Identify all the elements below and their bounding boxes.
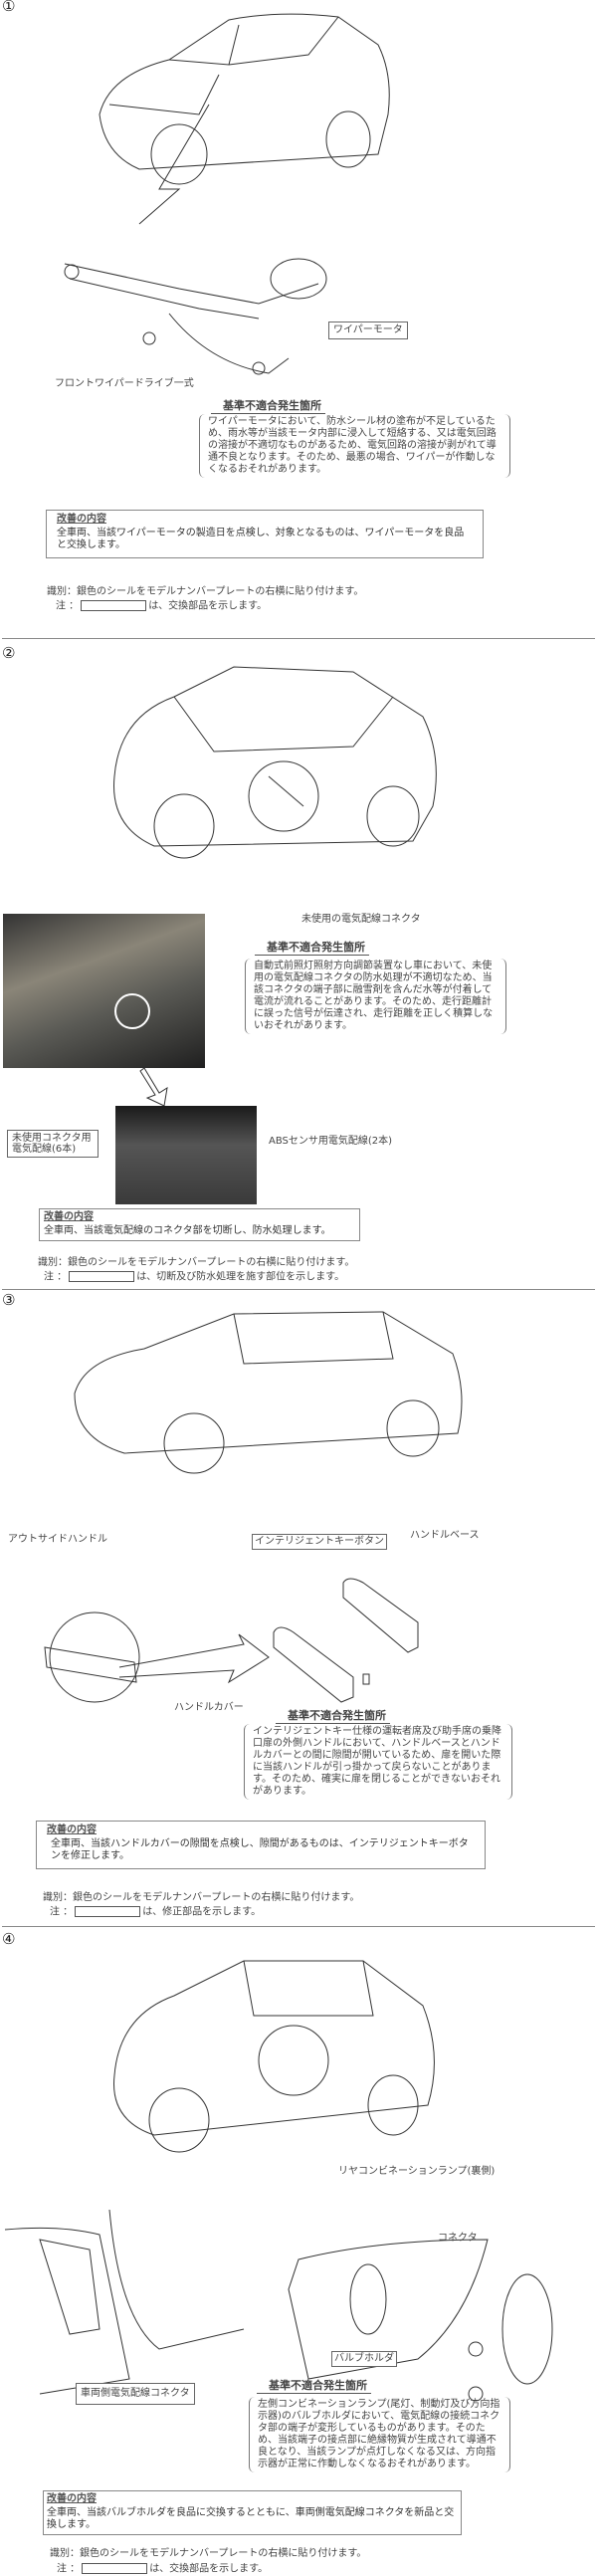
improvement-title: 改善の内容 [47,1825,97,1835]
note-prefix: 注 ： [50,1906,74,1918]
improvement-title: 改善の内容 [44,1211,94,1222]
improvement-title: 改善の内容 [47,2493,97,2504]
car-rear-open-illustration [113,1960,435,2153]
improvement-text: 全車両、当該バルブホルダを良品に交換するとともに、車両側電気配線コネクタを新品と… [47,2507,455,2530]
note-line: 注 ： は、交換部品を示します。 [57,2563,268,2576]
section-divider [2,1289,595,1290]
improvement-text: 全車両、当該ワイパーモータの製造日を点検し、対象となるものは、ワイパーモータを良… [57,528,465,550]
note-box-legend [81,600,147,611]
improvement-box: 改善の内容 全車両、当該バルブホルダを良品に交換するとともに、車両側電気配線コネ… [43,2490,462,2535]
note-box-legend [82,2563,148,2574]
label-bulb-holder: バルブホルダ [331,2351,397,2367]
section-number: ④ [2,1930,16,1948]
label-abs-wires: ABSセンサ用電気配線(2本) [269,1136,393,1147]
note-line: 注 ： は、切断及び防水処理を施す部位を示します。 [44,1271,344,1284]
section-number: ② [2,644,16,662]
note-box-legend [69,1271,135,1282]
label-unused-wires: 未使用コネクタ用電気配線(6本) [7,1130,99,1158]
label-connector: コネクタ [438,2233,478,2244]
label-handle-base: ハンドルベース [410,1530,480,1541]
label-handle-cover: ハンドルカバー [174,1702,244,1713]
note-prefix: 注 ： [56,600,80,612]
label-wiper-drive: フロントワイパードライブ一式 [55,378,194,389]
improvement-box: 改善の内容 全車両、当該ワイパーモータの製造日を点検し、対象となるものは、ワイパ… [46,510,484,558]
wiper-assembly-illustration [64,258,327,375]
identification-line: 識別：銀色のシールをモデルナンバープレートの右横に貼り付けます。 [43,1892,360,1903]
improvement-box: 改善の内容 全車両、当該電気配線のコネクタ部を切断し、防水処理します。 [39,1208,360,1241]
label-vehicle-connector: 車両側電気配線コネクタ [76,2383,195,2405]
label-key-button: インテリジェントキーボタン [252,1534,387,1550]
label-rear-lamp: リヤコンビネーションランプ(裏側) [338,2166,496,2177]
section-number: ③ [2,1291,16,1309]
defect-heading: 基準不適合発生箇所 [211,400,325,414]
defect-description: ワイパーモータにおいて、防水シール材の塗布が不足しているため、雨水等が当該モータ… [199,414,510,478]
defect-description: インテリジェントキー仕様の運転者席及び助手席の乗降口扉の外側ハンドルにおいて、ハ… [244,1724,512,1800]
lamp-and-door-illustration [4,2209,553,2402]
note-box-legend [75,1906,141,1917]
section-divider [2,638,595,639]
car-front-illustration [99,13,390,225]
highlight-circle [114,993,150,1029]
note-text: は、交換部品を示します。 [149,2563,269,2575]
wiring-closeup-photo [115,1106,257,1204]
car-rear-illustration [113,666,437,859]
label-wiper-motor: ワイパーモータ [328,322,408,339]
note-text: は、交換部品を示します。 [148,600,268,612]
defect-heading: 基準不適合発生箇所 [255,942,369,956]
handle-exploded-illustration [44,1578,419,1703]
trunk-photo [3,914,205,1068]
note-line: 注 ： は、修正部品を示します。 [50,1906,261,1919]
improvement-box: 改善の内容 全車両、当該ハンドルカバーの隙間を点検し、隙間があるものは、インテリ… [36,1821,486,1869]
car-side-illustration [74,1311,463,1474]
defect-description: 左側コンビネーションランプ(尾灯、制動灯及び方向指示器)のバルブホルダにおいて、… [249,2397,510,2472]
section-divider [2,1926,595,1927]
note-line: 注 ： は、交換部品を示します。 [56,600,267,613]
defect-heading: 基準不適合発生箇所 [276,1710,390,1724]
identification-line: 識別：銀色のシールをモデルナンバープレートの右横に貼り付けます。 [38,1257,355,1268]
identification-line: 識別：銀色のシールをモデルナンバープレートの右横に貼り付けます。 [50,2548,367,2559]
defect-description: 自動式前照灯照射方向調節装置なし車において、未使用の電気配線コネクタの防水処理が… [245,959,506,1034]
label-unused-connector: 未使用の電気配線コネクタ [301,914,421,925]
note-text: は、切断及び防水処理を施す部位を示します。 [136,1271,345,1283]
note-text: は、修正部品を示します。 [142,1906,262,1918]
improvement-text: 全車両、当該ハンドルカバーの隙間を点検し、隙間があるものは、インテリジェントキー… [51,1838,469,1861]
note-prefix: 注 ： [44,1271,68,1283]
identification-line: 識別：銀色のシールをモデルナンバープレートの右横に貼り付けます。 [47,586,364,597]
improvement-title: 改善の内容 [57,514,106,525]
note-prefix: 注 ： [57,2563,81,2575]
label-outside-handle: アウトサイドハンドル [8,1534,107,1545]
defect-heading: 基準不適合発生箇所 [257,2380,371,2394]
section-number: ① [2,0,16,15]
improvement-text: 全車両、当該電気配線のコネクタ部を切断し、防水処理します。 [44,1225,331,1236]
arrow-icon [139,1067,168,1107]
